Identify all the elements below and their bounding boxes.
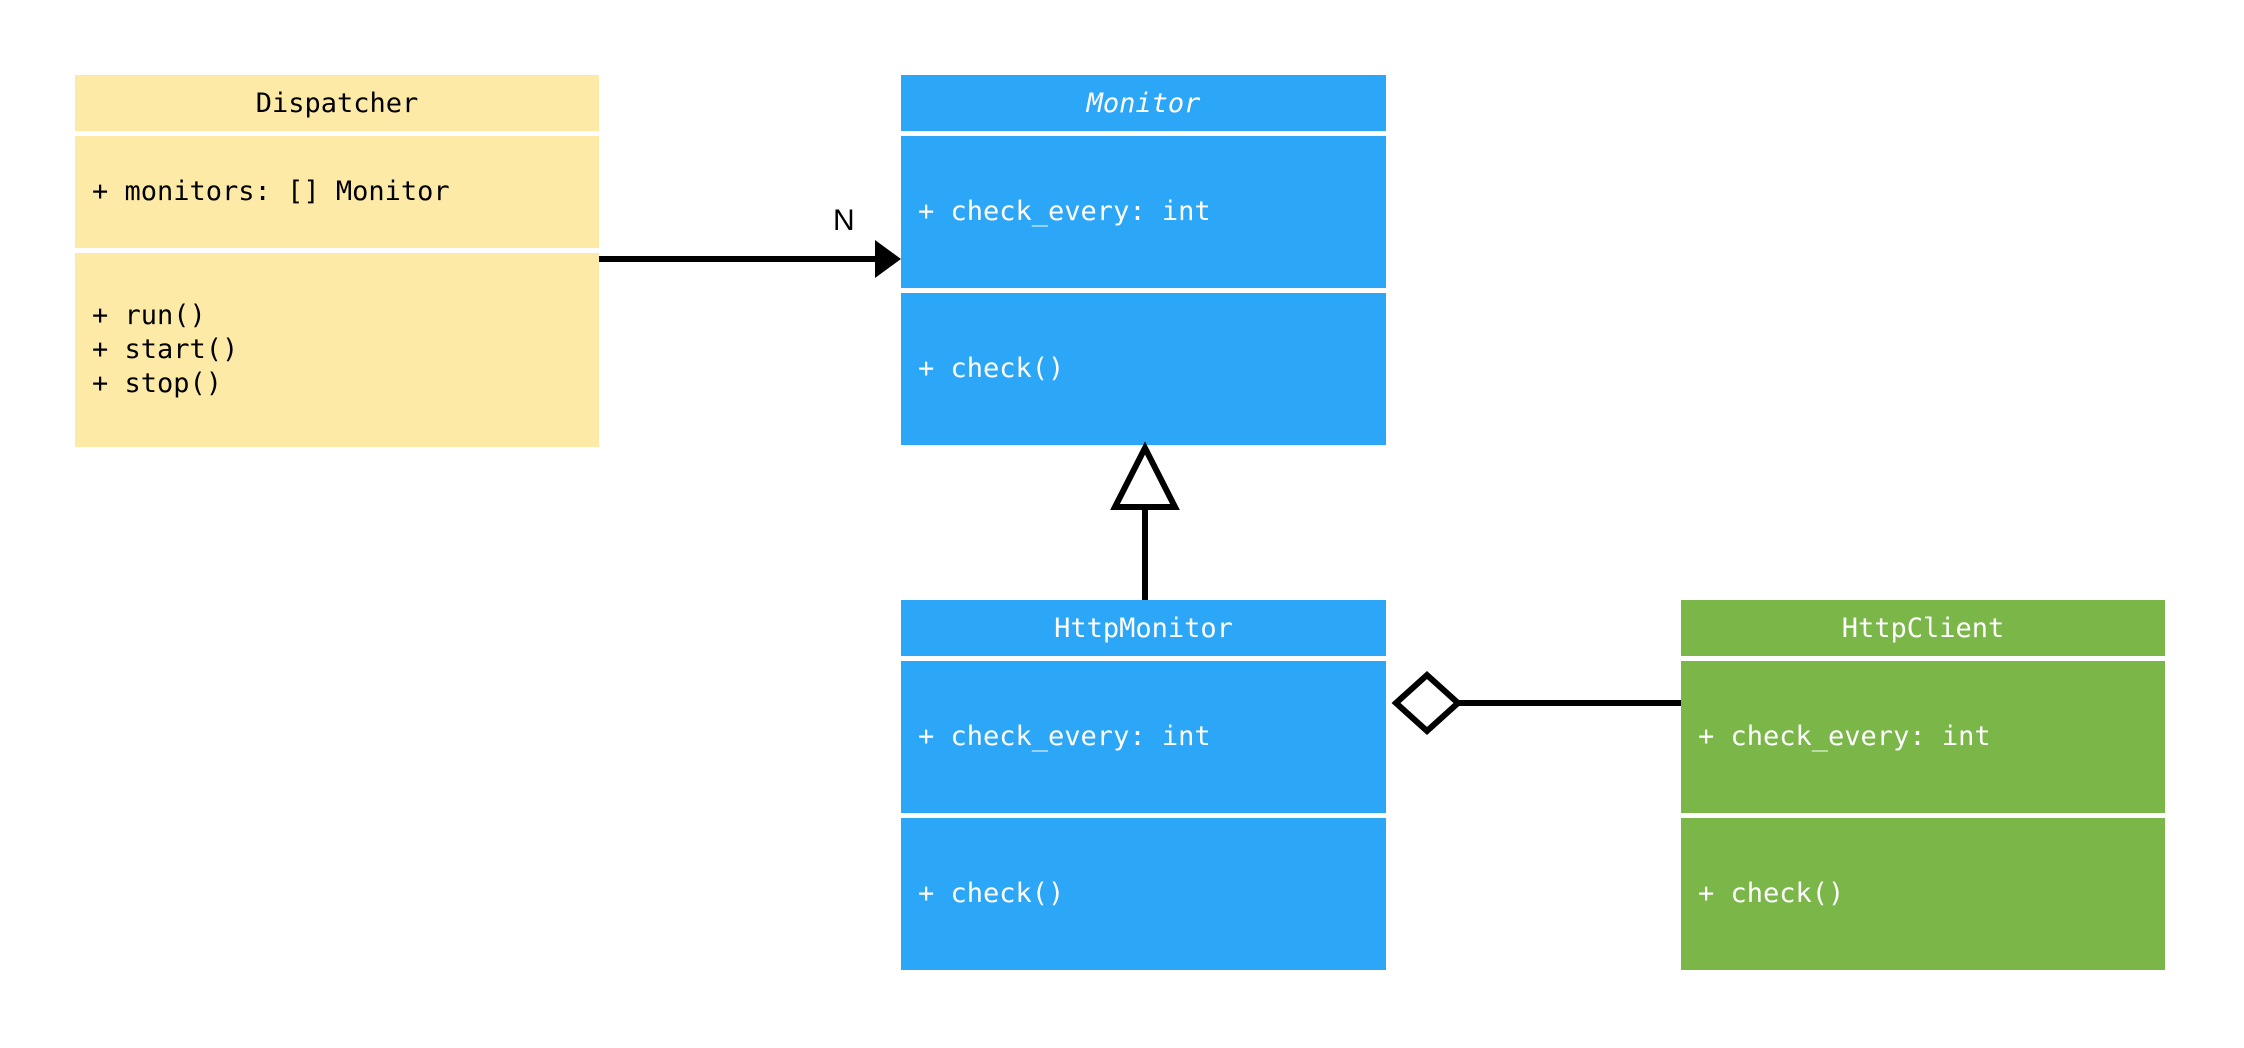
filled-arrowhead-icon [875,240,901,278]
class-box-dispatcher[interactable]: Dispatcher + monitors: [] Monitor + run(… [75,75,599,447]
method-line: + run() [92,300,206,331]
edge-http-monitor-to-http-client [1391,670,1681,736]
method-line: + stop() [92,368,223,399]
multiplicity-label-n: N [833,204,855,237]
class-name-http-monitor: HttpMonitor [901,600,1386,656]
class-attributes-http-monitor: + check_every: int [901,661,1386,813]
attribute-line: + check_every: int [918,196,1211,227]
edge-http-monitor-to-monitor [1110,441,1180,600]
class-methods-http-monitor: + check() [901,818,1386,970]
attribute-line: + monitors: [] Monitor [92,176,450,207]
class-attributes-monitor: + check_every: int [901,136,1386,288]
method-line: + check() [918,878,1065,909]
hollow-triangle-icon [1110,441,1180,510]
class-name-monitor: Monitor [901,75,1386,131]
class-box-monitor[interactable]: Monitor + check_every: int + check() [901,75,1386,445]
attribute-line: + check_every: int [918,721,1211,752]
hollow-diamond-icon [1391,670,1463,736]
class-methods-http-client: + check() [1681,818,2165,970]
class-attributes-dispatcher: + monitors: [] Monitor [75,136,599,248]
class-box-http-client[interactable]: HttpClient + check_every: int + check() [1681,600,2165,970]
method-line: + start() [92,334,239,365]
class-attributes-http-client: + check_every: int [1681,661,2165,813]
class-methods-dispatcher: + run() + start() + stop() [75,253,599,447]
class-name-dispatcher: Dispatcher [75,75,599,131]
edge-dispatcher-to-monitor [599,240,901,278]
class-name-http-client: HttpClient [1681,600,2165,656]
class-box-http-monitor[interactable]: HttpMonitor + check_every: int + check() [901,600,1386,970]
class-methods-monitor: + check() [901,293,1386,445]
attribute-line: + check_every: int [1698,721,1991,752]
method-line: + check() [1698,878,1845,909]
method-line: + check() [918,353,1065,384]
